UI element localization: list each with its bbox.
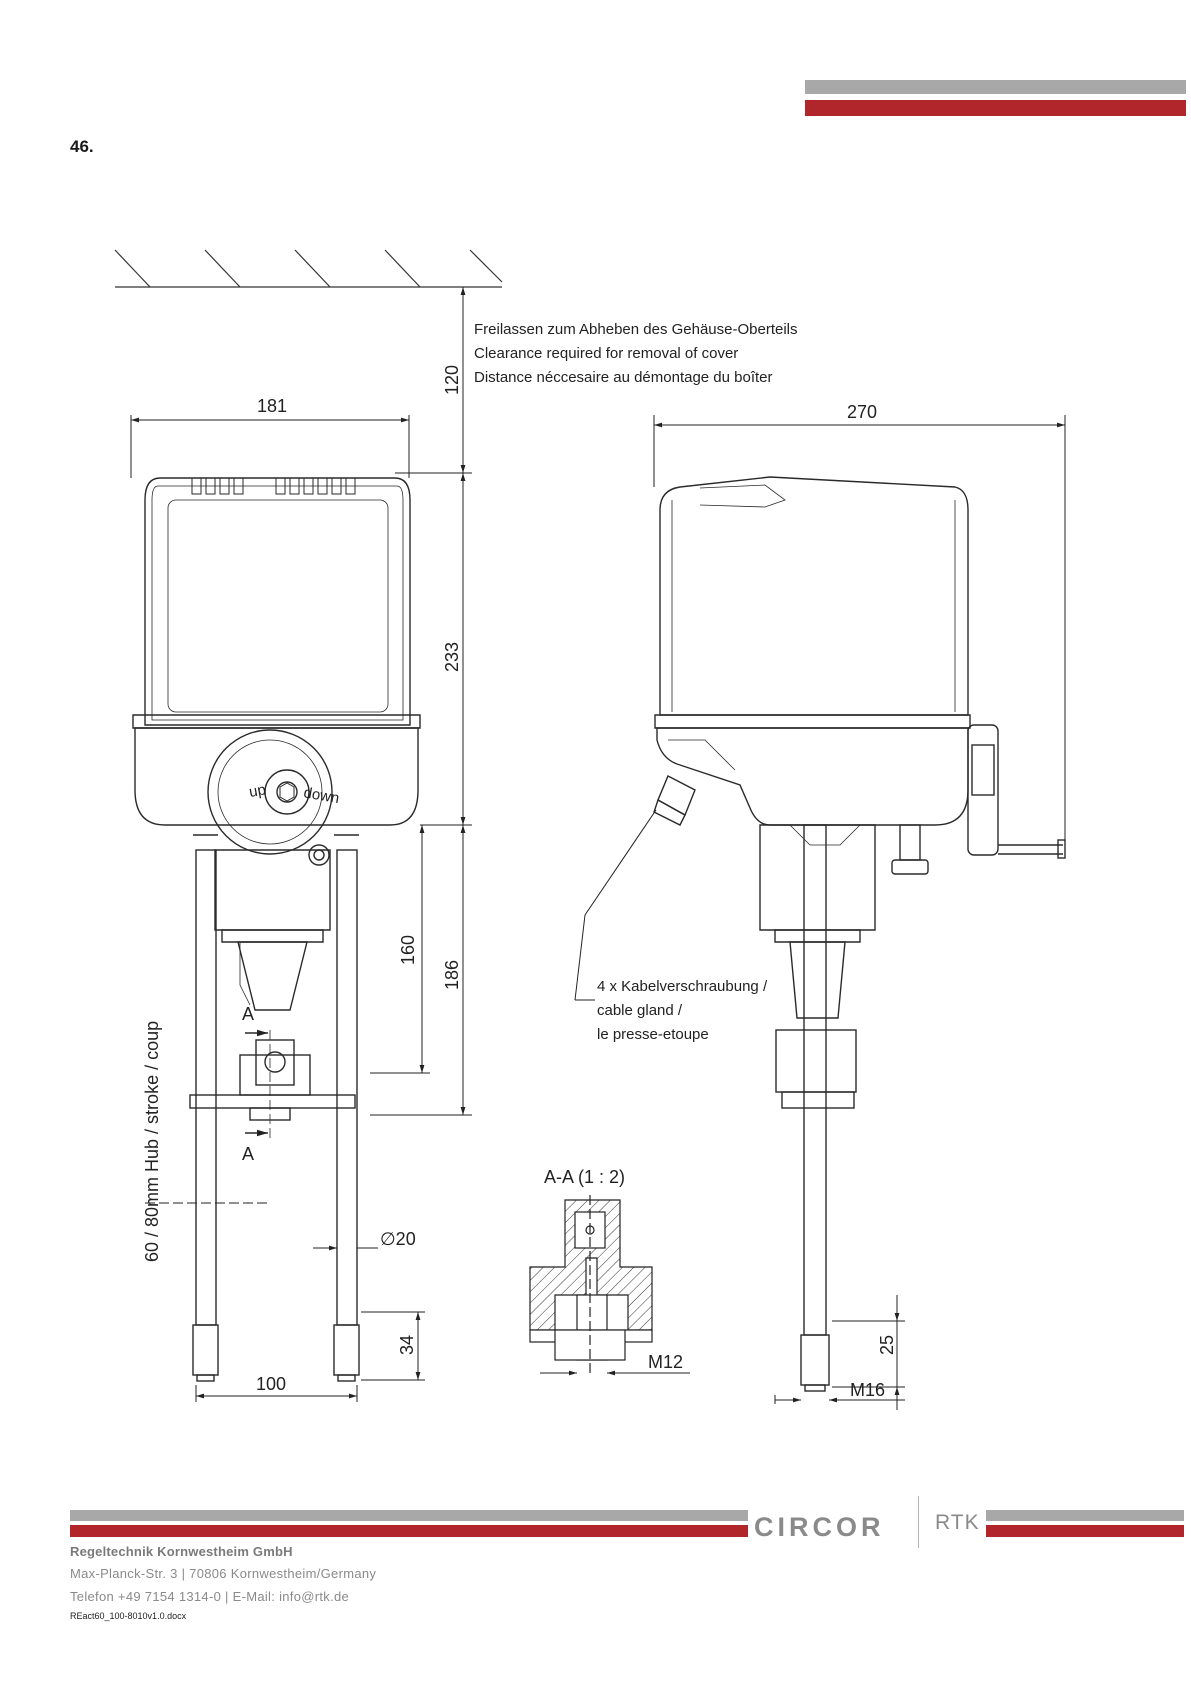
dim-m16: M16 bbox=[850, 1380, 885, 1400]
gland-note-de: 4 x Kabelverschraubung / bbox=[597, 978, 768, 995]
clearance-note-en: Clearance required for removal of cover bbox=[474, 345, 738, 362]
header-bar-red bbox=[805, 100, 1186, 116]
circor-logo: CIRCOR bbox=[754, 1512, 885, 1542]
dim-diameter: ∅20 bbox=[380, 1229, 416, 1249]
ceiling-line bbox=[114, 249, 503, 288]
dim-25: 25 bbox=[877, 1335, 897, 1355]
footer-contact: Telefon +49 7154 1314-0 | E-Mail: info@r… bbox=[70, 1589, 350, 1604]
dim-top-clearance: 120 bbox=[442, 365, 462, 395]
footer-bar-gray-left bbox=[70, 1510, 748, 1521]
rtk-logo: RTK bbox=[935, 1511, 980, 1534]
logo-separator bbox=[918, 1496, 919, 1548]
front-view bbox=[132, 477, 421, 1382]
footer-company: Regeltechnik Kornwestheim GmbH bbox=[70, 1544, 293, 1559]
gland-note-en: cable gland / bbox=[597, 1002, 683, 1019]
gland-note-fr: le presse-etoupe bbox=[597, 1026, 709, 1043]
clearance-note-de: Freilassen zum Abheben des Gehäuse-Obert… bbox=[474, 321, 798, 338]
footer-file-name: REact60_100-8010v1.0.docx bbox=[70, 1611, 187, 1621]
knob-up-label: up bbox=[248, 781, 267, 801]
dim-186: 186 bbox=[442, 960, 462, 990]
footer-address: Max-Planck-Str. 3 | 70806 Kornwestheim/G… bbox=[70, 1566, 377, 1581]
section-mark-top: A bbox=[242, 1004, 254, 1024]
footer-bar-red-left bbox=[70, 1525, 748, 1537]
dim-160: 160 bbox=[398, 935, 418, 965]
section-title: A-A (1 : 2) bbox=[544, 1167, 625, 1187]
clearance-note-fr: Distance néccesaire au démontage du boît… bbox=[474, 369, 773, 386]
stroke-label: 60 / 80mm Hub / stroke / coup bbox=[142, 1021, 162, 1262]
footer-bar-red-right bbox=[986, 1525, 1184, 1537]
section-view bbox=[529, 1195, 653, 1375]
dim-width-front: 181 bbox=[257, 396, 287, 416]
dim-34: 34 bbox=[397, 1335, 417, 1355]
dim-100: 100 bbox=[256, 1374, 286, 1394]
knob-down-label: down bbox=[302, 784, 340, 807]
section-number: 46. bbox=[70, 137, 94, 156]
header-bar-gray bbox=[805, 80, 1186, 94]
dim-body-height: 233 bbox=[442, 642, 462, 672]
dim-width-side: 270 bbox=[847, 402, 877, 422]
dim-m12: M12 bbox=[648, 1352, 683, 1372]
footer-bar-gray-right bbox=[986, 1510, 1184, 1521]
side-view bbox=[653, 476, 1066, 1392]
section-mark-bottom: A bbox=[242, 1144, 254, 1164]
